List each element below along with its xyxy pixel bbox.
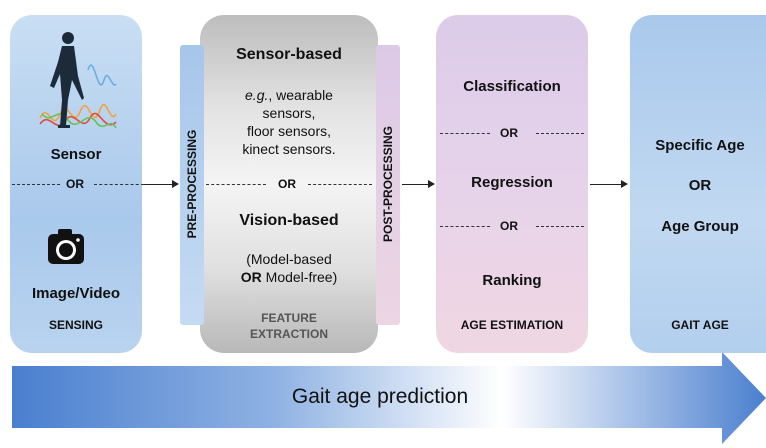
estimation-or-2: OR (500, 219, 518, 233)
pre-processing-label: PRE-PROCESSING (185, 129, 199, 239)
vision-based-detail: (Model-based OR Model-free) (240, 251, 338, 285)
age-estimation-footer: AGE ESTIMATION (460, 318, 564, 332)
sensor-based-examples: e.g., wearable sensors, floor sensors, k… (242, 87, 336, 157)
estimation-or-1: OR (500, 126, 518, 140)
feature-footer: FEATURE EXTRACTION (250, 311, 328, 341)
estimation-to-gaitage-arrow (590, 184, 622, 185)
sensing-or: OR (66, 177, 84, 191)
sensor-label: Sensor (50, 146, 102, 163)
post-processing-label: POST-PROCESSING (381, 125, 395, 243)
vision-based-title: Vision-based (239, 212, 339, 229)
postproc-to-estimation-arrow (402, 184, 428, 185)
specific-age-label: Specific Age (655, 137, 745, 154)
sensor-based-title: Sensor-based (236, 46, 342, 63)
banner-label: Gait age prediction (291, 385, 469, 408)
gait-age-or: OR (688, 177, 712, 194)
pre-processing-bar (180, 45, 204, 325)
classification-label: Classification (463, 78, 561, 95)
post-processing-bar (376, 45, 400, 325)
age-group-label: Age Group (661, 218, 739, 235)
regression-label: Regression (471, 174, 553, 191)
ranking-label: Ranking (482, 272, 542, 289)
walking-person-icon (39, 32, 117, 129)
age-estimation-panel (436, 15, 588, 353)
sensing-footer: SENSING (48, 318, 103, 332)
image-video-label: Image/Video (31, 285, 121, 302)
gait-age-prediction-arrow (12, 352, 766, 444)
gait-age-footer: GAIT AGE (671, 318, 729, 332)
sensor-wave-icon (39, 64, 117, 129)
feature-or: OR (278, 177, 296, 191)
sensing-to-preproc-arrow (144, 184, 174, 185)
gait-age-panel (630, 15, 766, 353)
camera-icon (48, 229, 84, 264)
